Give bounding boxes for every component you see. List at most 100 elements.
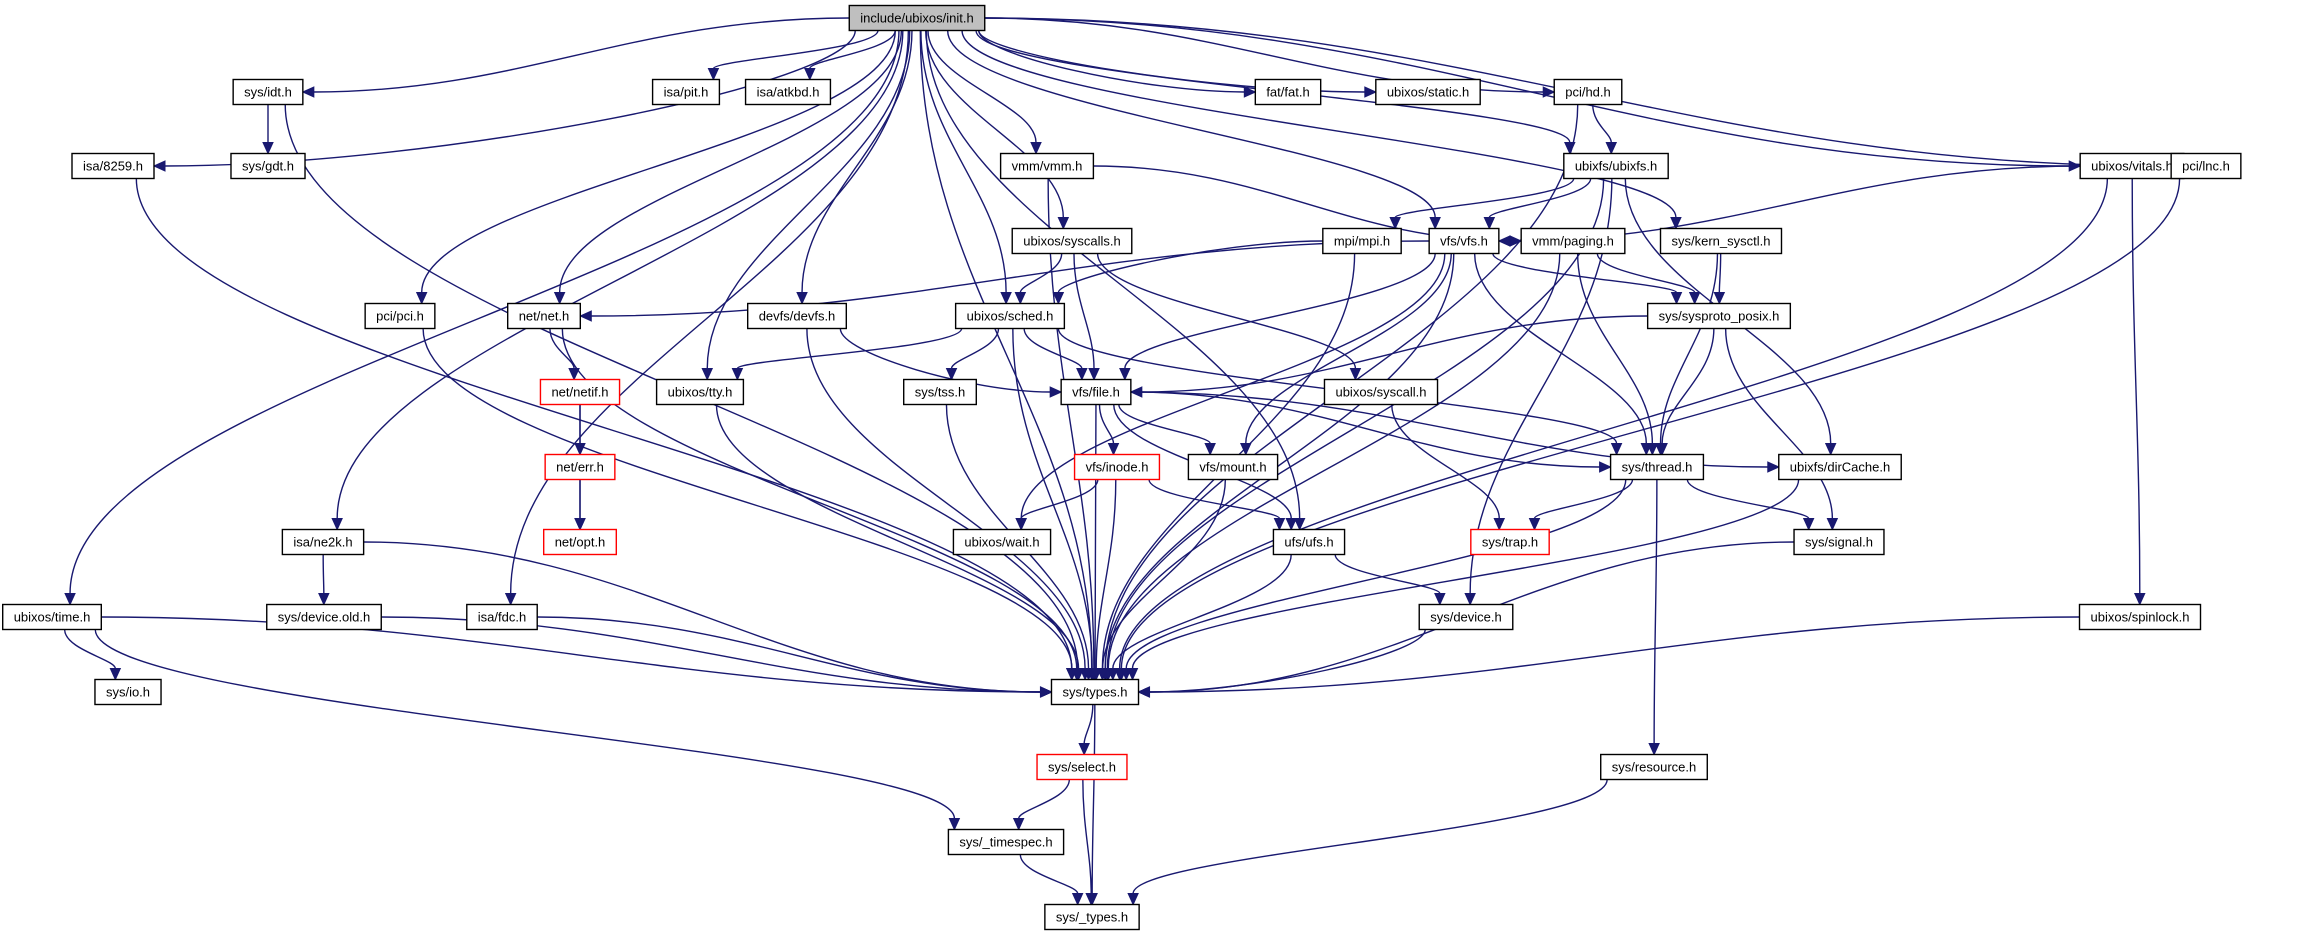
node-spinlock[interactable]: ubixos/spinlock.h: [2078, 603, 2202, 631]
node-box: [651, 78, 721, 106]
node-trap[interactable]: sys/trap.h: [1470, 528, 1550, 556]
node-net[interactable]: net/net.h: [506, 302, 582, 330]
node-thread[interactable]: sys/thread.h: [1609, 453, 1705, 481]
node-box: [544, 453, 616, 481]
node-label: vfs/mount.h: [1199, 460, 1266, 475]
node-ufs[interactable]: ufs/ufs.h: [1272, 528, 1346, 556]
edge-ubixfs-to-types: [1106, 178, 1605, 669]
edge-pci-to-types: [422, 328, 1073, 669]
node-syscall[interactable]: ubixos/syscall.h: [1323, 378, 1439, 406]
node-box: [71, 152, 155, 180]
node-paging[interactable]: vmm/paging.h: [1520, 227, 1626, 255]
node-pit[interactable]: isa/pit.h: [651, 78, 721, 106]
edge-init-to-time: [69, 30, 900, 594]
node-select[interactable]: sys/select.h: [1036, 753, 1128, 781]
edge-thread-to-signal: [1686, 479, 1810, 520]
node-dircache[interactable]: ubixfs/dirCache.h: [1778, 453, 1902, 481]
arrowhead-icon: [1076, 368, 1088, 381]
arrowhead-icon: [553, 292, 566, 305]
node-fat[interactable]: fat/fat.h: [1254, 78, 1322, 106]
arrowhead-icon: [1012, 818, 1025, 831]
node-box: [1520, 227, 1626, 255]
node-ubixfs[interactable]: ubixfs/ubixfs.h: [1563, 152, 1669, 180]
node-resource[interactable]: sys/resource.h: [1600, 753, 1708, 781]
node-device-old[interactable]: sys/device.old.h: [266, 603, 382, 631]
node-atkbd[interactable]: isa/atkbd.h: [744, 78, 832, 106]
node-gdt[interactable]: sys/gdt.h: [230, 152, 306, 180]
node-label: ubixfs/dirCache.h: [1790, 460, 1890, 475]
node-box: [746, 302, 848, 330]
node-time[interactable]: ubixos/time.h: [2, 603, 102, 631]
node-box: [266, 603, 382, 631]
edge-vfs-to-thread: [1473, 253, 1648, 444]
node-hd[interactable]: pci/hd.h: [1553, 78, 1623, 106]
node-label: sys/_timespec.h: [959, 835, 1052, 850]
edge-ne2k-to-device_old: [322, 554, 325, 594]
edge-init-to-fat: [978, 30, 1245, 93]
edge-device-to-types: [1149, 629, 1426, 693]
node-idt[interactable]: sys/idt.h: [232, 78, 304, 106]
node-mount[interactable]: vfs/mount.h: [1187, 453, 1279, 481]
node-label: sys/trap.h: [1482, 535, 1538, 550]
edge-layer: [63, 17, 2181, 906]
node-netif[interactable]: net/netif.h: [539, 378, 621, 406]
node-device[interactable]: sys/device.h: [1418, 603, 1514, 631]
node-sched[interactable]: ubixos/sched.h: [954, 302, 1066, 330]
node-box: [999, 152, 1095, 180]
node-label: ubixos/static.h: [1387, 85, 1469, 100]
edge-vitals-to-spinlock: [2131, 178, 2141, 594]
edge-kern_sysctl-to-thread: [1659, 253, 1719, 444]
edge-vmm-to-types: [1047, 178, 1095, 669]
node-box: [1036, 753, 1128, 781]
node--types[interactable]: sys/_types.h: [1044, 903, 1140, 931]
node-opt[interactable]: net/opt.h: [542, 528, 618, 556]
node-label: net/netif.h: [551, 385, 608, 400]
arrowhead-icon: [1137, 686, 1151, 698]
node-label: sys/device.old.h: [278, 610, 371, 625]
edge-init-to-vitals: [984, 17, 2070, 167]
node-tty[interactable]: ubixos/tty.h: [655, 378, 745, 406]
node-devfs[interactable]: devfs/devfs.h: [746, 302, 848, 330]
arrowhead-icon: [1509, 235, 1523, 247]
node-box: [744, 78, 832, 106]
node-init[interactable]: include/ubixos/init.h: [848, 4, 986, 32]
node-mpi[interactable]: mpi/mpi.h: [1322, 227, 1402, 255]
edge-init-to-idt: [313, 17, 850, 93]
node-vfs[interactable]: vfs/vfs.h: [1428, 227, 1500, 255]
node-fdc[interactable]: isa/fdc.h: [466, 603, 538, 631]
node-label: ubixos/vitals.h: [2091, 159, 2173, 174]
node-io[interactable]: sys/io.h: [94, 678, 162, 706]
arrowhead-icon: [731, 368, 744, 381]
arrowhead-icon: [1057, 217, 1070, 230]
node-vmm[interactable]: vmm/vmm.h: [999, 152, 1095, 180]
node-pci[interactable]: pci/pci.h: [364, 302, 436, 330]
edge-net-to-netif: [549, 328, 575, 369]
edge-sched-to-file: [1023, 328, 1083, 369]
node-label: sys/kern_sysctl.h: [1672, 234, 1771, 249]
node-timespec[interactable]: sys/_timespec.h: [947, 828, 1065, 856]
node-syscalls[interactable]: ubixos/syscalls.h: [1011, 227, 1133, 255]
node-label: sys/signal.h: [1805, 535, 1873, 550]
node-lnc[interactable]: pci/lnc.h: [2170, 152, 2242, 180]
node-wait[interactable]: ubixos/wait.h: [952, 528, 1052, 556]
arrowhead-icon: [1389, 217, 1401, 230]
node-vitals[interactable]: ubixos/vitals.h: [2079, 152, 2185, 180]
node-kern-sysctl[interactable]: sys/kern_sysctl.h: [1659, 227, 1783, 255]
node-err[interactable]: net/err.h: [544, 453, 616, 481]
edge-vfs-to-types: [1104, 253, 1455, 669]
node-file[interactable]: vfs/file.h: [1060, 378, 1132, 406]
node-static[interactable]: ubixos/static.h: [1375, 78, 1481, 106]
node-ne2k[interactable]: isa/ne2k.h: [281, 528, 365, 556]
edge-sysproto-to-signal: [1724, 328, 1834, 519]
node-sysproto[interactable]: sys/sysproto_posix.h: [1646, 302, 1792, 330]
edge-inode-to-types: [1095, 479, 1117, 669]
node-label: isa/fdc.h: [478, 610, 526, 625]
node-tss[interactable]: sys/tss.h: [903, 378, 977, 406]
node-types[interactable]: sys/types.h: [1050, 678, 1140, 706]
node-i8259[interactable]: isa/8259.h: [71, 152, 155, 180]
node-inode[interactable]: vfs/inode.h: [1073, 453, 1161, 481]
node-signal[interactable]: sys/signal.h: [1793, 528, 1885, 556]
node-box: [1254, 78, 1322, 106]
node-box: [506, 302, 582, 330]
